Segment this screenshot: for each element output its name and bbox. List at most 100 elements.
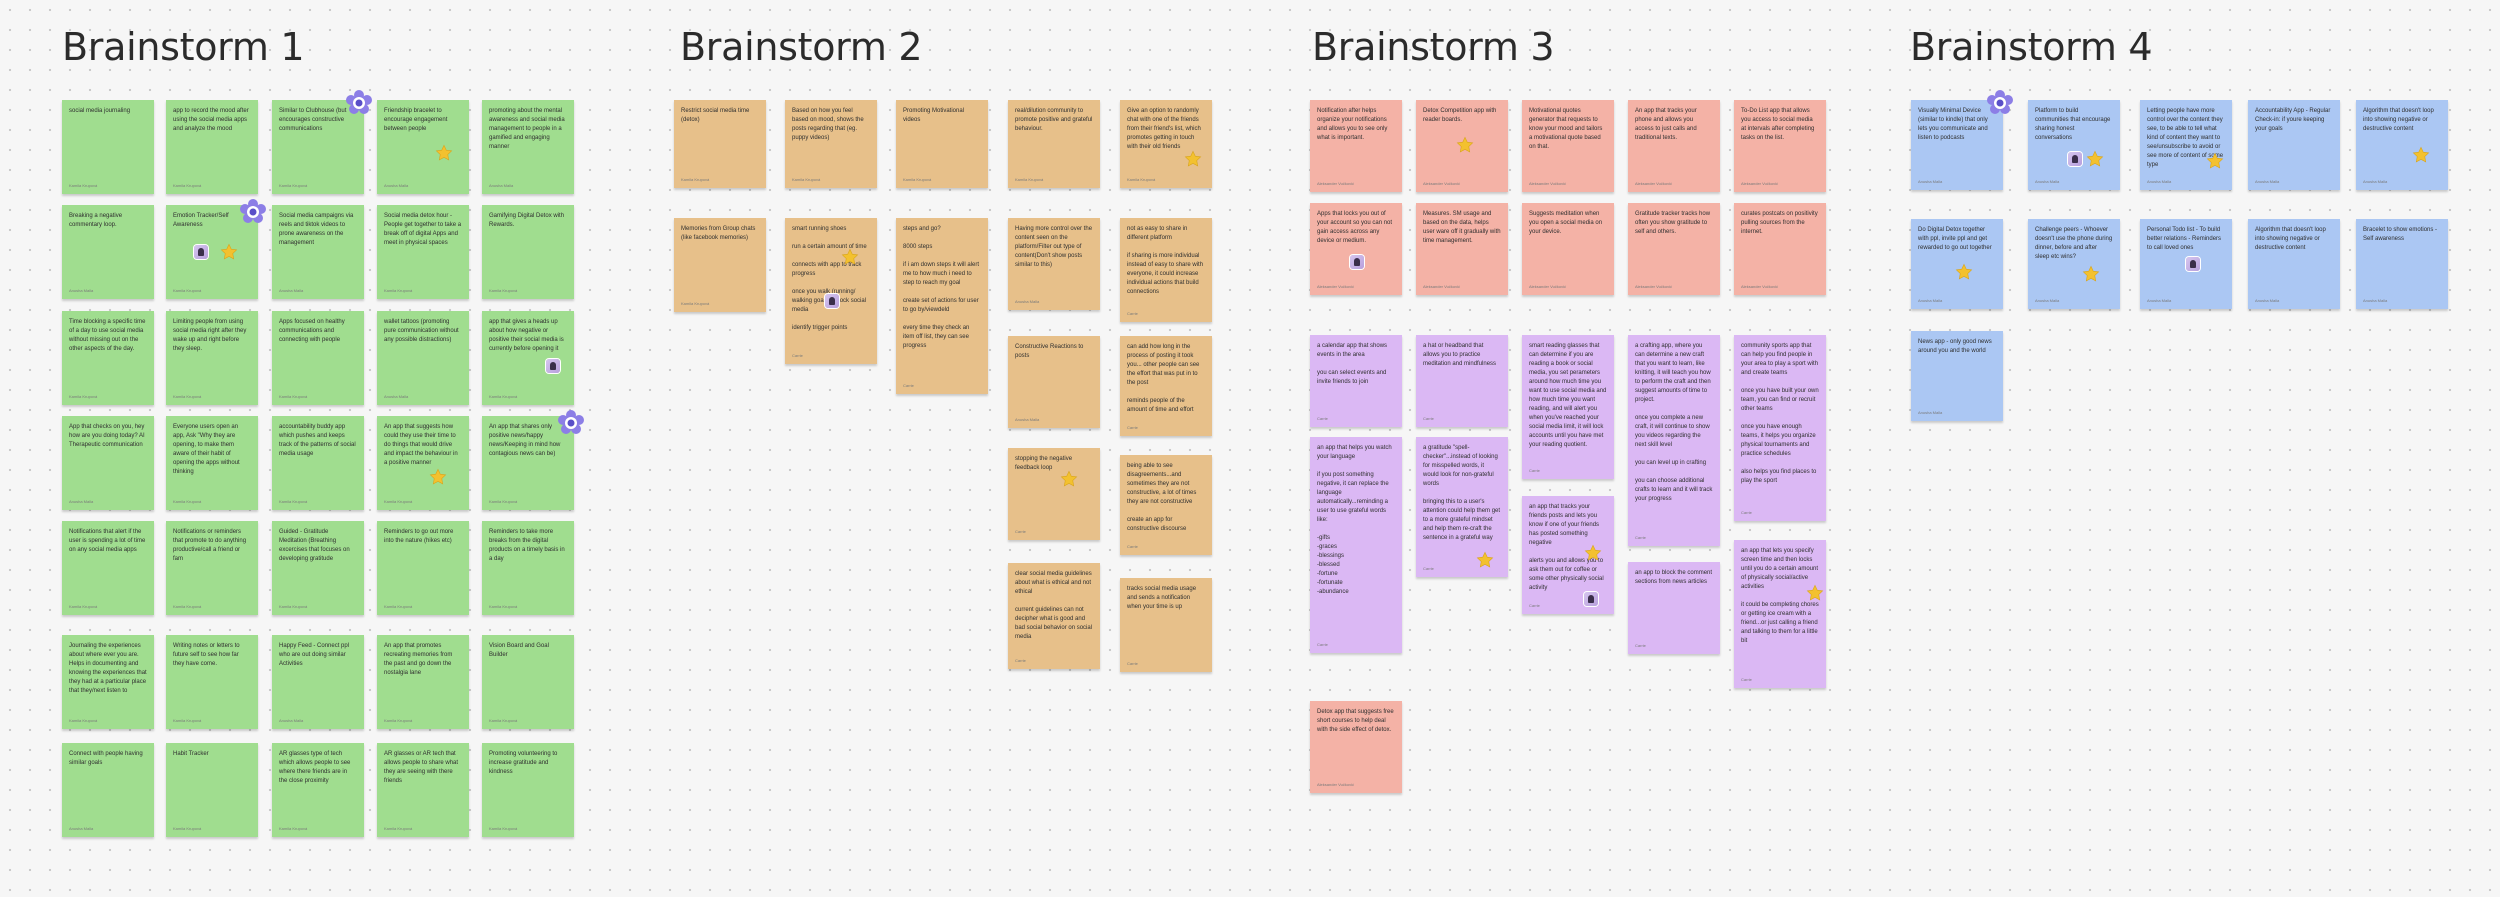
sticky-note[interactable]: Limiting people from using social media …	[166, 311, 258, 405]
sticky-note[interactable]: Writing notes or letters to future self …	[166, 635, 258, 729]
sticky-note-author: Kamila Krupová	[173, 718, 202, 723]
sticky-note[interactable]: curates postcats on positivity pulling s…	[1734, 203, 1826, 295]
sticky-note[interactable]: Breaking a negative commentary loop.Anus…	[62, 205, 154, 299]
sticky-note[interactable]: community sports app that can help you f…	[1734, 335, 1826, 521]
sticky-note[interactable]: Having more control over the content see…	[1008, 218, 1100, 310]
sticky-note[interactable]: An app that tracks your phone and allows…	[1628, 100, 1720, 192]
sticky-note[interactable]: Social media detox hour - People get tog…	[377, 205, 469, 299]
sticky-note[interactable]: Algorithm that doesn't loop into showing…	[2248, 219, 2340, 309]
sticky-note[interactable]: An app that suggests how could they use …	[377, 416, 469, 510]
sticky-note[interactable]: Notification after helps organize your n…	[1310, 100, 1402, 192]
sticky-note[interactable]: promoting about the mental awareness and…	[482, 100, 574, 194]
sticky-note[interactable]: accountability buddy app which pushes an…	[272, 416, 364, 510]
sticky-note[interactable]: Detox app that suggests free short cours…	[1310, 701, 1402, 793]
sticky-note[interactable]: a gratitude "spell-checker"...instead of…	[1416, 437, 1508, 577]
sticky-note[interactable]: Personal Todo list - To build better rel…	[2140, 219, 2232, 309]
sticky-note[interactable]: being able to see disagreements...and so…	[1120, 455, 1212, 555]
sticky-note[interactable]: a hat or headband that allows you to pra…	[1416, 335, 1508, 427]
sticky-note-author: Anusha Malla	[384, 183, 409, 188]
sticky-note[interactable]: Friendship bracelet to encourage engagem…	[377, 100, 469, 194]
sticky-note[interactable]: Journaling the experiences about where e…	[62, 635, 154, 729]
sticky-note[interactable]: Give an option to randomly chat with one…	[1120, 100, 1212, 188]
sticky-note[interactable]: Letting people have more control over th…	[2140, 100, 2232, 190]
sticky-note-author: Carrie	[1127, 544, 1138, 549]
sticky-note[interactable]: an app to block the comment sections fro…	[1628, 562, 1720, 654]
sticky-note-author: Carrie	[1127, 311, 1138, 316]
sticky-note[interactable]: Reminders to go out more into the nature…	[377, 521, 469, 615]
sticky-note[interactable]: Suggests meditation when you open a soci…	[1522, 203, 1614, 295]
user-avatar-icon	[825, 294, 839, 308]
sticky-note[interactable]: a calendar app that shows events in the …	[1310, 335, 1402, 427]
sticky-note[interactable]: can add how long in the process of posti…	[1120, 336, 1212, 436]
sticky-note[interactable]: Gratitude tracker tracks how often you s…	[1628, 203, 1720, 295]
sticky-note[interactable]: not as easy to share in different platfo…	[1120, 218, 1212, 322]
sticky-note[interactable]: Gamifying Digital Detox with Rewards.Kam…	[482, 205, 574, 299]
sticky-note[interactable]: App that checks on you, hey how are you …	[62, 416, 154, 510]
sticky-note[interactable]: an app that lets you specify screen time…	[1734, 540, 1826, 688]
sticky-note[interactable]: Guided - Gratitude Meditation (Breathing…	[272, 521, 364, 615]
sticky-note[interactable]: Memories from Group chats (like facebook…	[674, 218, 766, 312]
sticky-note[interactable]: app that gives a heads up about how nega…	[482, 311, 574, 405]
star-icon	[429, 468, 447, 486]
sticky-note[interactable]: AR glasses type of tech which allows peo…	[272, 743, 364, 837]
sticky-note[interactable]: An app that shares only positive news/ha…	[482, 416, 574, 510]
sticky-note[interactable]: Promoting volunteering to increase grati…	[482, 743, 574, 837]
sticky-note[interactable]: wallet tattoos (promoting pure communica…	[377, 311, 469, 405]
sticky-note[interactable]: Reminders to take more breaks from the d…	[482, 521, 574, 615]
sticky-note[interactable]: Platform to build communities that encou…	[2028, 100, 2120, 190]
sticky-note-author: Kamila Krupová	[69, 718, 98, 723]
sticky-note[interactable]: tracks social media usage and sends a no…	[1120, 578, 1212, 672]
sticky-note-author: Carrie	[1127, 661, 1138, 666]
sticky-note[interactable]: a crafting app, where you can determine …	[1628, 335, 1720, 546]
sticky-note[interactable]: steps and go? 8000 steps if i am down st…	[896, 218, 988, 394]
sticky-note[interactable]: An app that promotes recreating memories…	[377, 635, 469, 729]
sticky-note[interactable]: To-Do List app that allows you access to…	[1734, 100, 1826, 192]
sticky-note-author: Anusha Malla	[2255, 298, 2280, 303]
sticky-note-text: An app that promotes recreating memories…	[384, 643, 453, 676]
sticky-note[interactable]: AR glasses or AR tech that allows people…	[377, 743, 469, 837]
sticky-note[interactable]: Social media campaigns via reels and tik…	[272, 205, 364, 299]
sticky-note[interactable]: Do Digital Detox together with ppl, invi…	[1911, 219, 2003, 309]
sticky-note[interactable]: smart running shoes run a certain amount…	[785, 218, 877, 364]
sticky-note-author: Anusha Malla	[1015, 417, 1040, 422]
sticky-note[interactable]: Based on how you feel based on mood, sho…	[785, 100, 877, 188]
sticky-note-author: Anusha Malla	[69, 826, 94, 831]
sticky-note[interactable]: Challenge peers - Whoever doesn't use th…	[2028, 219, 2120, 309]
sticky-note[interactable]: News app - only good news around you and…	[1911, 331, 2003, 421]
sticky-note[interactable]: Measures. SM usage and based on the data…	[1416, 203, 1508, 295]
sticky-note-author: Anusha Malla	[1918, 410, 1943, 415]
sticky-note[interactable]: Time blocking a specific time of a day t…	[62, 311, 154, 405]
sticky-note[interactable]: Connect with people having similar goals…	[62, 743, 154, 837]
sticky-note[interactable]: Notifications that alert if the user is …	[62, 521, 154, 615]
sticky-note-text: accountability buddy app which pushes an…	[279, 424, 356, 457]
sticky-note[interactable]: Motivational quotes generator that reque…	[1522, 100, 1614, 192]
sticky-note[interactable]: smart reading glasses that can determine…	[1522, 335, 1614, 479]
sticky-note[interactable]: Accountability App - Regular Check-in: i…	[2248, 100, 2340, 190]
sticky-note[interactable]: Similar to Clubhouse (but encourages con…	[272, 100, 364, 194]
sticky-note[interactable]: Happy Feed - Connect ppl who are out doi…	[272, 635, 364, 729]
sticky-note[interactable]: an app that tracks your friends posts an…	[1522, 496, 1614, 614]
sticky-note[interactable]: Bracelet to show emotions - Self awarene…	[2356, 219, 2448, 309]
sticky-note[interactable]: Everyone users open an app, Ask "Why the…	[166, 416, 258, 510]
sticky-note-author: Anusha Malla	[2035, 179, 2060, 184]
sticky-note[interactable]: app to record the mood after using the s…	[166, 100, 258, 194]
sticky-note[interactable]: Visually Minimal Device (similar to kind…	[1911, 100, 2003, 190]
sticky-note[interactable]: Apps focused on healthy communications a…	[272, 311, 364, 405]
sticky-note-text: Limiting people from using social media …	[173, 319, 247, 352]
sticky-note[interactable]: real/dilution community to promote posit…	[1008, 100, 1100, 188]
sticky-note[interactable]: Restrict social media time (detox)Kamila…	[674, 100, 766, 188]
sticky-note-author: Kamila Krupová	[384, 718, 413, 723]
sticky-note-author: Carrie	[1741, 510, 1752, 515]
sticky-note[interactable]: Notifications or reminders that promote …	[166, 521, 258, 615]
sticky-note[interactable]: Apps that locks you out of your account …	[1310, 203, 1402, 295]
sticky-note[interactable]: an app that helps you watch your languag…	[1310, 437, 1402, 653]
sticky-note[interactable]: Algorithm that doesn't loop into showing…	[2356, 100, 2448, 190]
sticky-note[interactable]: clear social media guidelines about what…	[1008, 563, 1100, 669]
